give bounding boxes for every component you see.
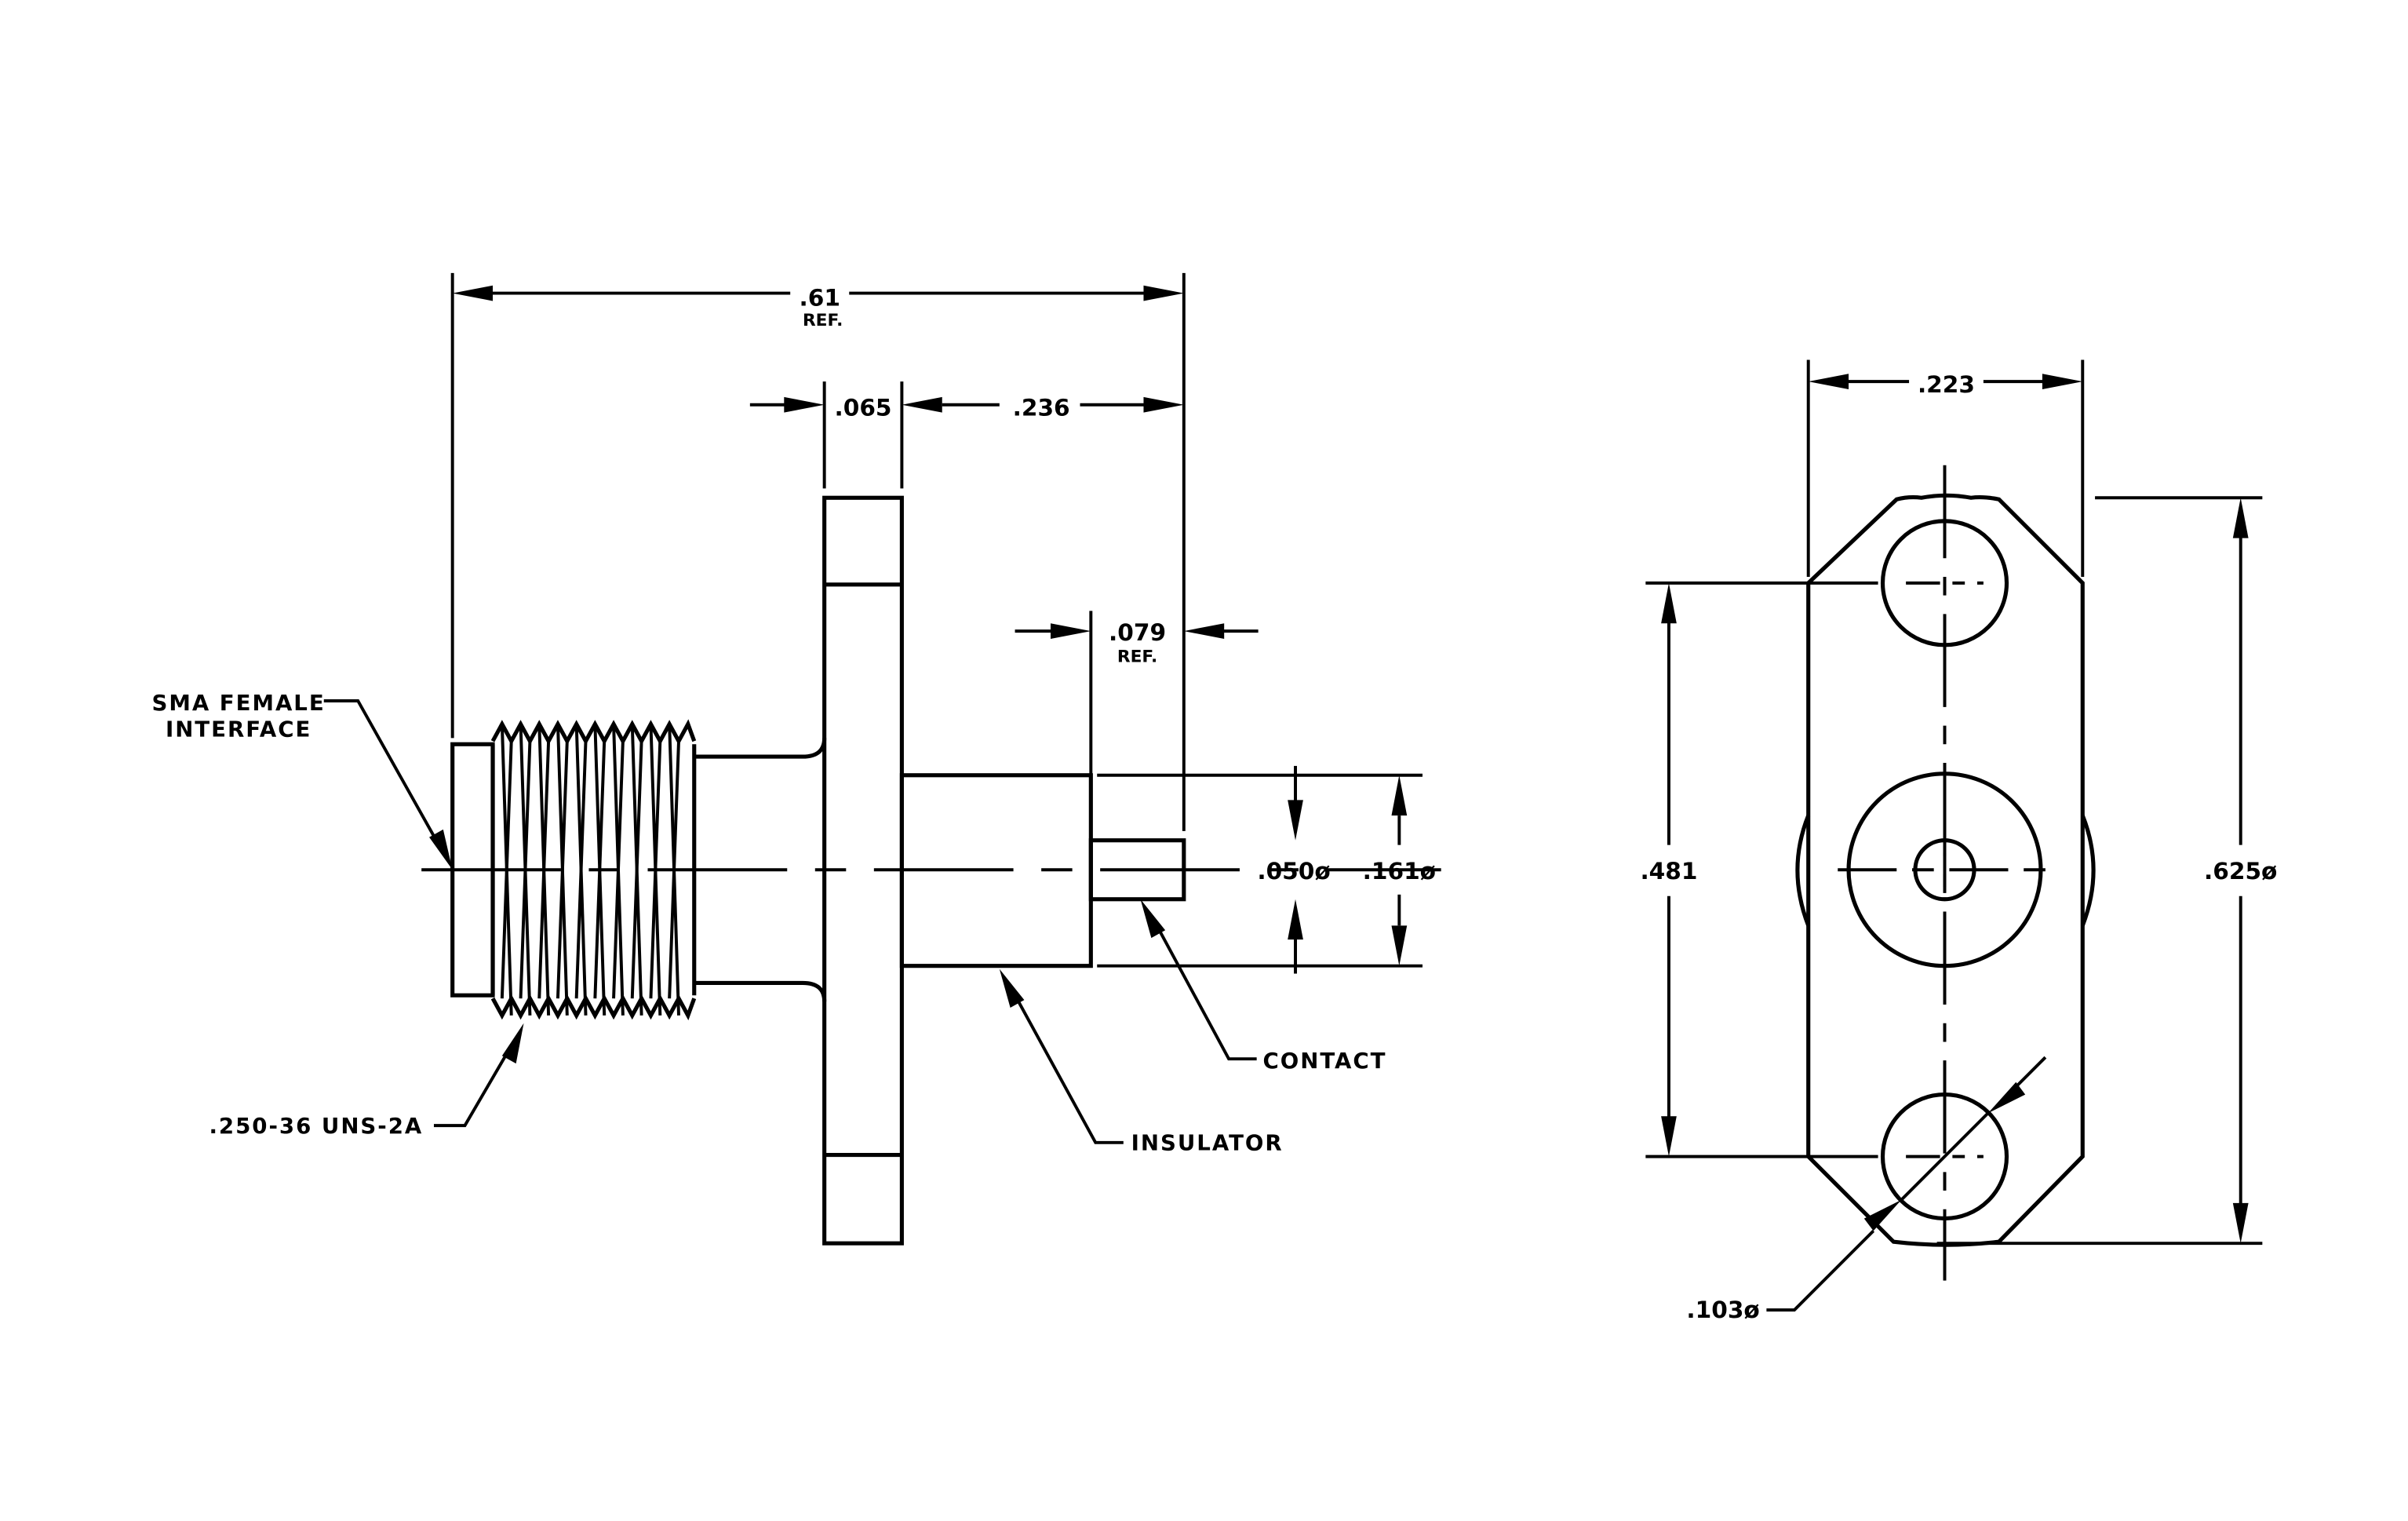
sma-interface-label-line2: INTERFACE (166, 716, 311, 742)
insulator-length-value: .236 (1013, 395, 1070, 421)
callout-contact: CONTACT (1140, 899, 1387, 1074)
thread-lines (500, 724, 680, 1016)
dim-flange-diameter: .625ø (1936, 496, 2277, 1246)
thread-crest-bottom (490, 994, 697, 1021)
dim-insulator-diameter: .161ø (1363, 775, 1436, 966)
side-view: .61 REF. .065 .236 .079 REF. (152, 272, 1441, 1246)
callout-thread: .250-36 UNS-2A (209, 1023, 524, 1139)
front-flange-outline (1806, 493, 2085, 1247)
hole-diameter-value: .103ø (1686, 1297, 1759, 1323)
contact-extension-value: .079 (1109, 619, 1166, 646)
overall-length-ref: REF. (803, 311, 843, 330)
dim-contact-diameter: .050ø (1257, 765, 1331, 974)
dim-hole-spacing: .481 (1640, 581, 1878, 1158)
insulator-label: INSULATOR (1131, 1130, 1284, 1156)
sma-interface-label-line1: SMA FEMALE (152, 690, 326, 716)
thread-body (490, 719, 697, 1021)
dim-contact-extension: .079 REF. (1015, 611, 1259, 831)
overall-length-value: .61 (799, 284, 840, 311)
flange-thickness-value: .065 (834, 395, 891, 421)
flange-arc-left (1795, 815, 1811, 927)
flange-diameter-value: .625ø (2204, 858, 2277, 885)
thread-label: .250-36 UNS-2A (209, 1113, 423, 1139)
dim-hole-diameter: .103ø (1686, 1056, 2047, 1323)
front-view: .223 .481 .625ø (1640, 359, 2277, 1323)
flange-arc-right (2080, 815, 2096, 927)
callout-insulator: INSULATOR (999, 968, 1284, 1156)
contact-diameter-value: .050ø (1257, 858, 1330, 885)
flange-width-value: .223 (1918, 371, 1975, 398)
contact-extension-ref: REF. (1117, 647, 1157, 667)
dim-flange-thickness: .065 (749, 381, 942, 489)
contact-label: CONTACT (1263, 1048, 1387, 1074)
contact-pin (1088, 838, 1186, 902)
insulator-diameter-value: .161ø (1363, 858, 1436, 885)
dim-overall-length: .61 REF. (450, 272, 1186, 831)
callout-sma-interface: SMA FEMALE INTERFACE (152, 690, 453, 870)
dim-flange-width: .223 (1806, 359, 2085, 577)
thread-crest-top (490, 719, 697, 746)
hole-spacing-value: .481 (1640, 858, 1697, 885)
dim-insulator-length: .236 (942, 395, 1184, 421)
